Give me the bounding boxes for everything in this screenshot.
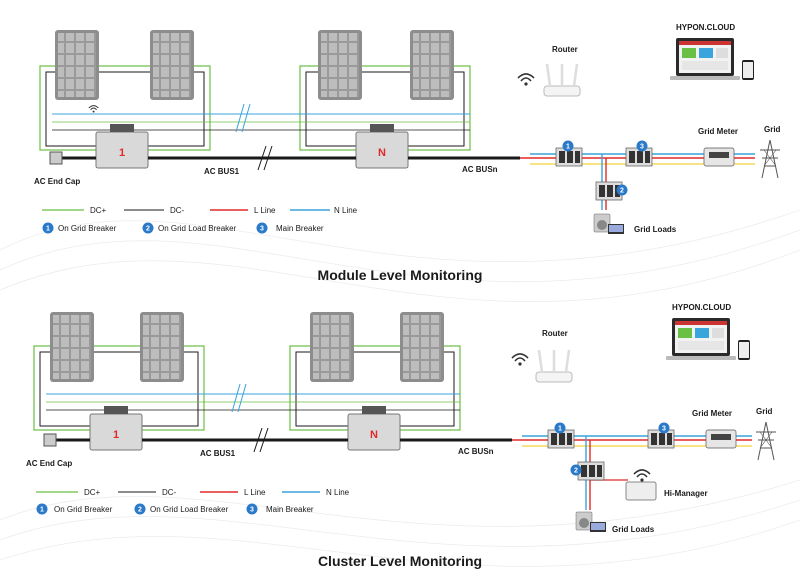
module-level-panel: 1 N AC End Cap AC BUS1 AC BUSn	[34, 23, 781, 283]
legend-n-line: N Line	[334, 206, 358, 215]
ac-end-cap-label: AC End Cap	[26, 459, 72, 468]
legend-dc-plus: DC+	[84, 488, 101, 497]
legend-n-line: N Line	[326, 488, 350, 497]
cluster-level-panel: 1 N AC End Cap AC BUS1 AC BUSn	[26, 303, 777, 569]
legend-dc-minus: DC-	[162, 488, 177, 497]
grid-label: Grid	[756, 407, 773, 416]
legend-badge-1: 1	[40, 507, 44, 514]
legend-badge-3: 3	[250, 507, 254, 514]
ac-bus1-label: AC BUS1	[204, 167, 240, 176]
grid-loads-icon	[593, 213, 625, 235]
inverter-n: N	[347, 406, 401, 451]
legend-l-line: L Line	[254, 206, 276, 215]
breaker-badge-3: 3	[662, 426, 666, 433]
inverter-1: 1	[95, 124, 149, 169]
grid-label: Grid	[764, 125, 781, 134]
legend-main-breaker: Main Breaker	[276, 224, 324, 233]
legend-badge-2: 2	[146, 226, 150, 233]
breaker-badge-1: 1	[558, 426, 562, 433]
hypon-cloud-laptop	[666, 318, 750, 360]
main-breaker	[625, 147, 653, 167]
cluster-level-title: Cluster Level Monitoring	[318, 553, 482, 569]
breaker-badge-3: 3	[640, 144, 644, 151]
legend-on-grid-load-breaker: On Grid Load Breaker	[150, 505, 229, 514]
solar-panel	[310, 312, 354, 382]
solar-panel	[150, 30, 194, 100]
inverter-n-mark: N	[378, 147, 386, 159]
inverter-n-mark: N	[370, 429, 378, 441]
grid-meter-label: Grid Meter	[698, 127, 738, 136]
grid-meter-label: Grid Meter	[692, 409, 732, 418]
router-label: Router	[552, 45, 578, 54]
grid-tower-icon	[759, 139, 781, 179]
main-breaker	[647, 429, 675, 449]
wifi-icon	[517, 73, 535, 87]
legend-badge-2: 2	[138, 507, 142, 514]
breaker-badge-2: 2	[620, 188, 624, 195]
inverter-n: N	[355, 124, 409, 169]
background-contours	[0, 209, 800, 567]
solar-panel	[50, 312, 94, 382]
inverter-1-mark: 1	[119, 147, 125, 159]
ac-bus1-label: AC BUS1	[200, 449, 236, 458]
grid-meter	[703, 147, 735, 167]
breaker-badge-2: 2	[574, 468, 578, 475]
solar-panel	[410, 30, 454, 100]
inverter-1-mark: 1	[113, 429, 119, 441]
grid-meter	[705, 429, 737, 449]
legend-l-line: L Line	[244, 488, 266, 497]
hypon-cloud-laptop	[670, 38, 754, 80]
grid-tower-icon	[755, 421, 777, 461]
legend-module: DC+ DC- L Line N Line 1 On Grid Breaker …	[42, 206, 358, 234]
legend-on-grid-load-breaker: On Grid Load Breaker	[158, 224, 237, 233]
solar-panel	[400, 312, 444, 382]
hi-manager-device	[625, 469, 657, 501]
grid-loads-icon	[575, 511, 607, 533]
router-icon	[534, 348, 574, 384]
router-icon	[542, 62, 582, 98]
legend-cluster: DC+ DC- L Line N Line 1 On Grid Breaker …	[36, 488, 350, 515]
on-grid-load-breaker	[577, 461, 605, 481]
breaker-badge-1: 1	[566, 144, 570, 151]
ac-end-cap	[49, 151, 63, 165]
router-label: Router	[542, 329, 568, 338]
ac-busn-label: AC BUSn	[458, 447, 494, 456]
cloud-label: HYPON.CLOUD	[676, 23, 735, 32]
solar-panel	[55, 30, 99, 100]
inverter-1: 1	[89, 406, 143, 451]
legend-dc-minus: DC-	[170, 206, 185, 215]
hi-manager-label: Hi-Manager	[664, 489, 708, 498]
legend-main-breaker: Main Breaker	[266, 505, 314, 514]
legend-on-grid-breaker: On Grid Breaker	[58, 224, 117, 233]
legend-badge-3: 3	[260, 226, 264, 233]
grid-loads-label: Grid Loads	[612, 525, 655, 534]
ac-busn-label: AC BUSn	[462, 165, 498, 174]
legend-dc-plus: DC+	[90, 206, 107, 215]
solar-panel	[140, 312, 184, 382]
legend-on-grid-breaker: On Grid Breaker	[54, 505, 113, 514]
grid-loads-label: Grid Loads	[634, 225, 677, 234]
cloud-label: HYPON.CLOUD	[672, 303, 731, 312]
module-level-title: Module Level Monitoring	[318, 267, 483, 283]
legend-badge-1: 1	[46, 226, 50, 233]
ac-end-cap-label: AC End Cap	[34, 177, 80, 186]
wifi-icon	[511, 353, 529, 367]
solar-panel	[318, 30, 362, 100]
